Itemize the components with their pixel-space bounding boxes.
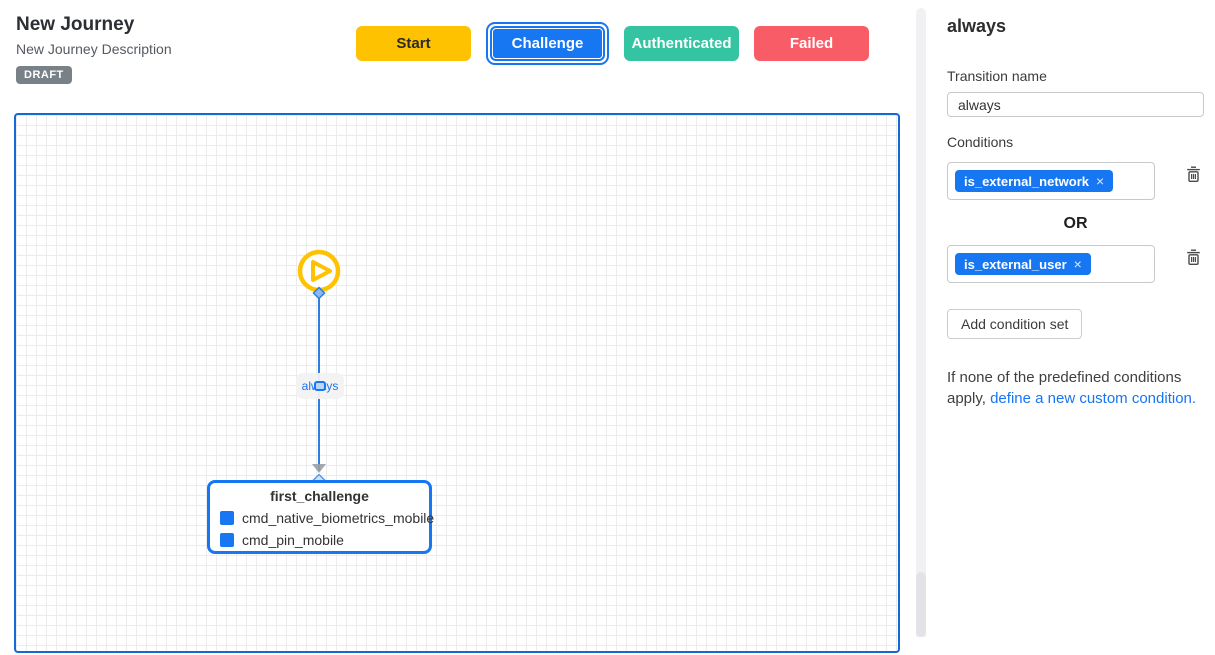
journey-header: New Journey New Journey Description DRAF… bbox=[16, 14, 172, 84]
flow-edge-layer bbox=[297, 249, 341, 487]
transition-properties-panel: always Transition name Conditions is_ext… bbox=[947, 0, 1204, 637]
challenge-button[interactable]: Challenge bbox=[490, 26, 605, 61]
edge-source-handle[interactable] bbox=[312, 286, 326, 300]
command-label: cmd_pin_mobile bbox=[242, 532, 344, 548]
page-title: New Journey bbox=[16, 14, 135, 35]
page-subtitle: New Journey Description bbox=[16, 41, 172, 57]
delete-condition-set-button[interactable] bbox=[1185, 248, 1202, 267]
chip-close-icon[interactable]: × bbox=[1096, 173, 1105, 189]
condition-set-input[interactable]: is_external_user × bbox=[947, 245, 1155, 283]
scrollbar-thumb[interactable] bbox=[916, 572, 926, 637]
condition-chip[interactable]: is_external_network × bbox=[955, 170, 1114, 192]
edge-midpoint-marker[interactable] bbox=[314, 381, 326, 391]
edge-arrowhead-icon bbox=[312, 464, 326, 473]
condition-chip-label: is_external_network bbox=[964, 173, 1090, 189]
delete-condition-set-button[interactable] bbox=[1185, 165, 1202, 184]
custom-condition-text: If none of the predefined conditions app… bbox=[947, 369, 1182, 407]
condition-set-input[interactable]: is_external_network × bbox=[947, 162, 1155, 200]
start-button[interactable]: Start bbox=[356, 26, 471, 61]
node-title: first_challenge bbox=[270, 488, 369, 504]
node-command-row[interactable]: cmd_native_biometrics_mobile bbox=[220, 507, 434, 529]
trash-icon bbox=[1187, 166, 1200, 183]
command-label: cmd_native_biometrics_mobile bbox=[242, 510, 435, 526]
condition-chip-label: is_external_user bbox=[964, 256, 1067, 272]
node-command-row[interactable]: cmd_pin_mobile bbox=[220, 529, 419, 551]
condition-set-row: is_external_network × bbox=[947, 162, 1204, 200]
vertical-scrollbar[interactable] bbox=[916, 8, 926, 637]
conditions-label: Conditions bbox=[947, 134, 1014, 150]
transition-name-label: Transition name bbox=[947, 68, 1047, 84]
play-icon bbox=[311, 260, 332, 282]
challenge-step-node[interactable]: first_challenge cmd_native_biometrics_mo… bbox=[207, 480, 434, 554]
failed-button[interactable]: Failed bbox=[754, 26, 869, 61]
condition-chip[interactable]: is_external_user × bbox=[955, 253, 1091, 275]
status-badge: DRAFT bbox=[16, 66, 72, 84]
journey-canvas[interactable]: always first_challenge cmd_native_biomet… bbox=[14, 113, 900, 653]
panel-title: always bbox=[947, 16, 1007, 36]
trash-icon bbox=[1187, 249, 1200, 266]
challenge-selected-ring: Challenge bbox=[486, 22, 609, 65]
transition-name-input[interactable] bbox=[947, 92, 1204, 117]
journey-state-buttons: Start Challenge Authenticated Failed bbox=[356, 22, 869, 65]
command-icon bbox=[220, 533, 234, 547]
add-condition-set-button[interactable]: Add condition set bbox=[947, 309, 1083, 339]
define-custom-condition-link[interactable]: define a new custom condition. bbox=[990, 390, 1197, 407]
condition-set-row: is_external_user × bbox=[947, 245, 1204, 283]
start-play-node[interactable] bbox=[297, 249, 341, 293]
command-icon bbox=[220, 511, 234, 525]
custom-condition-hint: If none of the predefined conditions app… bbox=[947, 367, 1204, 409]
or-separator: OR bbox=[1063, 215, 1088, 232]
edge-label[interactable]: always bbox=[296, 373, 344, 399]
authenticated-button[interactable]: Authenticated bbox=[624, 26, 739, 61]
chip-close-icon[interactable]: × bbox=[1073, 256, 1082, 272]
